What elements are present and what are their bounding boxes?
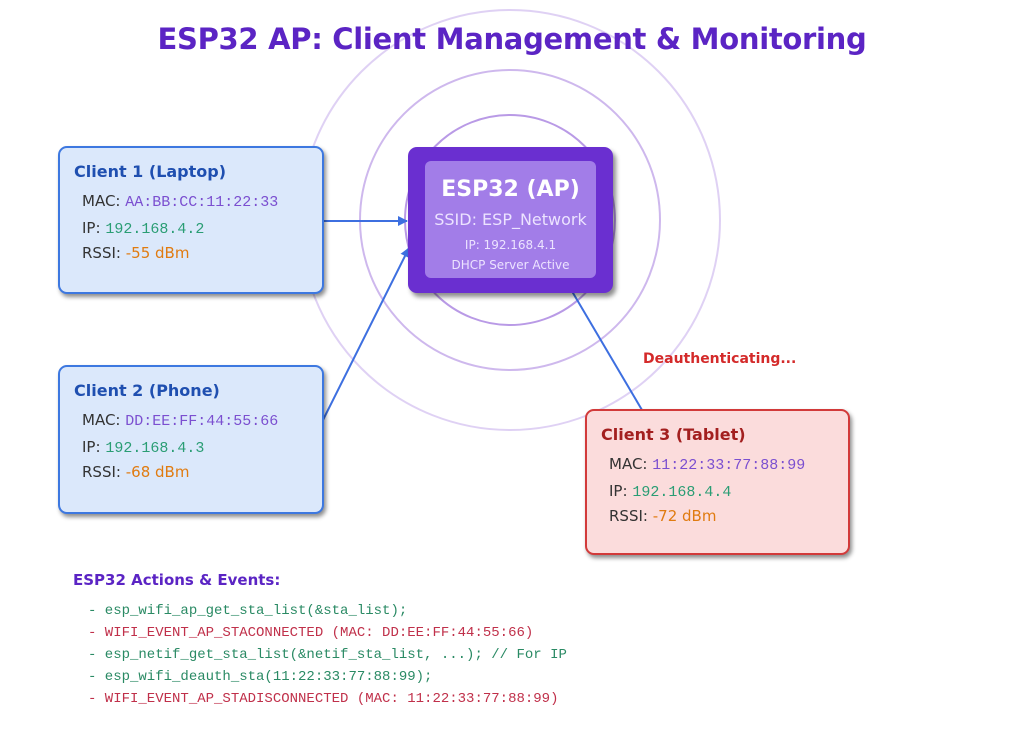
rssi-value: -72 dBm bbox=[652, 507, 717, 525]
mac-label: MAC: bbox=[609, 455, 648, 473]
ap-ip: IP: 192.168.4.1 bbox=[464, 238, 557, 252]
access-point-box: ESP32 (AP) SSID: ESP_Network IP: 192.168… bbox=[408, 147, 613, 293]
event-line: - esp_netif_get_sta_list(&netif_sta_list… bbox=[88, 647, 567, 663]
client-rssi-row: RSSI: -55 dBm bbox=[82, 244, 189, 262]
ip-label: IP: bbox=[82, 438, 101, 456]
client-ip-row: IP: 192.168.4.2 bbox=[82, 219, 204, 238]
ip-value: 192.168.4.2 bbox=[105, 221, 205, 238]
client-rssi-row: RSSI: -72 dBm bbox=[609, 507, 716, 525]
client-mac-row: MAC: 11:22:33:77:88:99 bbox=[609, 455, 805, 474]
rssi-value: -55 dBm bbox=[125, 244, 190, 262]
client-name: Client 3 (Tablet) bbox=[601, 425, 746, 444]
mac-label: MAC: bbox=[82, 411, 121, 429]
client-card-phone: Client 2 (Phone) MAC: DD:EE:FF:44:55:66 … bbox=[58, 365, 324, 514]
page-title: ESP32 AP: Client Management & Monitoring bbox=[157, 22, 867, 56]
client-card-laptop: Client 1 (Laptop) MAC: AA:BB:CC:11:22:33… bbox=[58, 146, 324, 294]
mac-value: DD:EE:FF:44:55:66 bbox=[125, 413, 279, 430]
rssi-label: RSSI: bbox=[609, 507, 648, 525]
ip-label: IP: bbox=[609, 482, 628, 500]
connection-arrows bbox=[322, 216, 643, 421]
ip-label: IP: bbox=[82, 219, 101, 237]
event-line: - esp_wifi_ap_get_sta_list(&sta_list); bbox=[88, 603, 408, 619]
rssi-value: -68 dBm bbox=[125, 463, 190, 481]
ip-value: 192.168.4.4 bbox=[632, 484, 732, 501]
ap-dhcp-status: DHCP Server Active bbox=[451, 258, 570, 272]
rssi-label: RSSI: bbox=[82, 463, 121, 481]
client-card-tablet: Client 3 (Tablet) MAC: 11:22:33:77:88:99… bbox=[585, 409, 850, 555]
client-name: Client 1 (Laptop) bbox=[74, 162, 227, 181]
arrow-client3-to-ap bbox=[562, 275, 643, 411]
arrow-client2-to-ap bbox=[322, 247, 410, 421]
events-list: - esp_wifi_ap_get_sta_list(&sta_list); -… bbox=[88, 600, 567, 710]
client-ip-row: IP: 192.168.4.4 bbox=[609, 482, 731, 501]
mac-label: MAC: bbox=[82, 192, 121, 210]
client-name: Client 2 (Phone) bbox=[74, 381, 220, 400]
events-heading: ESP32 Actions & Events: bbox=[73, 571, 281, 589]
rssi-label: RSSI: bbox=[82, 244, 121, 262]
ap-ssid: SSID: ESP_Network bbox=[434, 210, 587, 229]
client-rssi-row: RSSI: -68 dBm bbox=[82, 463, 189, 481]
ap-title: ESP32 (AP) bbox=[441, 177, 580, 202]
mac-value: 11:22:33:77:88:99 bbox=[652, 457, 806, 474]
client-ip-row: IP: 192.168.4.3 bbox=[82, 438, 204, 457]
access-point-info: ESP32 (AP) SSID: ESP_Network IP: 192.168… bbox=[425, 161, 596, 278]
deauth-label: Deauthenticating... bbox=[643, 351, 797, 367]
mac-value: AA:BB:CC:11:22:33 bbox=[125, 194, 279, 211]
event-line: - WIFI_EVENT_AP_STACONNECTED (MAC: DD:EE… bbox=[88, 625, 534, 641]
ip-value: 192.168.4.3 bbox=[105, 440, 205, 457]
event-line: - WIFI_EVENT_AP_STADISCONNECTED (MAC: 11… bbox=[88, 691, 559, 707]
client-mac-row: MAC: AA:BB:CC:11:22:33 bbox=[82, 192, 278, 211]
client-mac-row: MAC: DD:EE:FF:44:55:66 bbox=[82, 411, 278, 430]
event-line: - esp_wifi_deauth_sta(11:22:33:77:88:99)… bbox=[88, 669, 433, 685]
